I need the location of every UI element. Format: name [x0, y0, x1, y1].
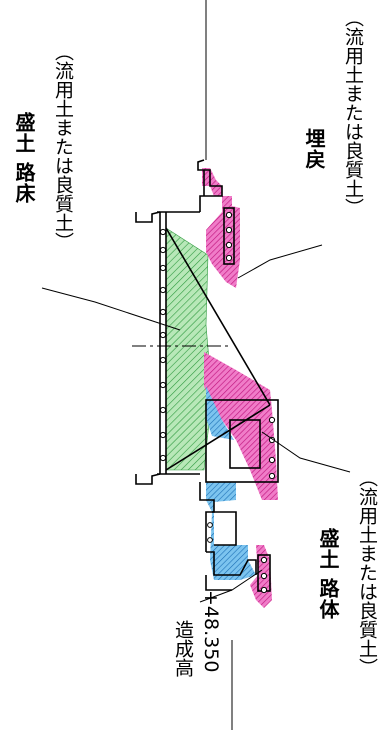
roadbody-area-middle: [206, 386, 234, 440]
leader-formation: [199, 569, 263, 603]
deck-pipes: [159, 211, 276, 594]
label-formation-value: +48.350: [200, 590, 222, 673]
label-embankment-roadbody: 盛土 路体: [316, 528, 340, 620]
label-backfill-material: （流用土または良質土）: [342, 8, 364, 217]
label-roadbody-material: （流用土または良質土）: [356, 468, 378, 677]
leader-roadbody: [261, 431, 351, 473]
leader-backfill: [237, 244, 323, 279]
label-backfill: 埋戻: [302, 128, 326, 170]
label-embankment-roadbed: 盛土 路床: [12, 112, 36, 204]
label-roadbed-material: （流用土または良質土）: [52, 42, 74, 251]
roadbed-fill-area: [165, 227, 213, 471]
structure-outline: [135, 159, 279, 592]
leader-roadbed: [41, 287, 181, 331]
roadbody-area-lower: [206, 482, 256, 580]
label-formation-level: 造成高: [172, 620, 194, 677]
